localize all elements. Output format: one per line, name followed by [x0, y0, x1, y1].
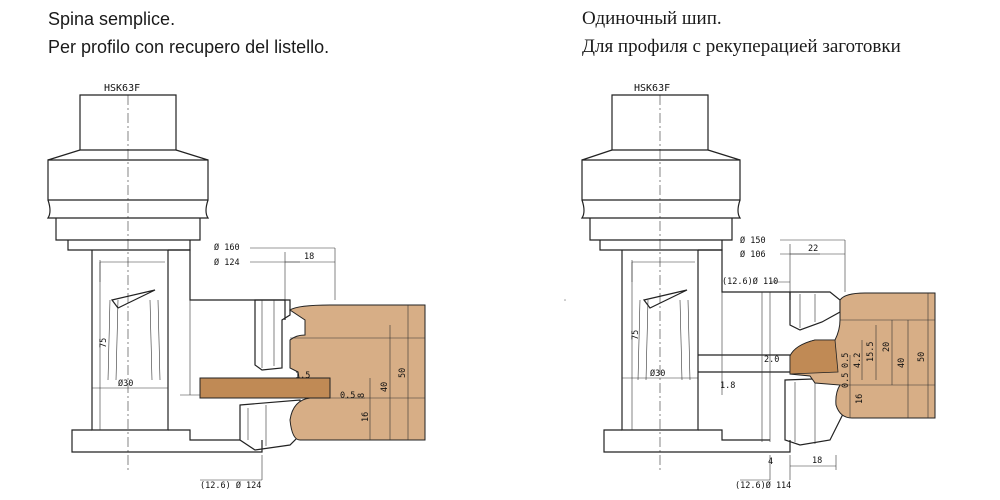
right-dim-d150: Ø 150 [740, 235, 766, 246]
left-dim-18: 18 [304, 252, 314, 262]
right-dim-4: 4 [768, 457, 773, 467]
left-drawing: HSK63F Ø 160 Ø 124 18 75 Ø30 1.5 0.5 8 1… [46, 83, 426, 491]
right-dimensions [622, 239, 929, 481]
scan-dot [564, 299, 566, 301]
left-dim-1-5: 1.5 [295, 371, 310, 381]
right-title-line1: Одиночный шип. [582, 8, 722, 29]
left-tool-body [71, 249, 286, 453]
right-dim-40: 40 [897, 358, 907, 368]
left-hsk-shank [46, 94, 210, 251]
left-dim-d124: Ø 124 [214, 257, 240, 268]
right-dim-16: 16 [855, 394, 865, 404]
right-dim-22: 22 [808, 244, 818, 254]
left-wood-upper [289, 304, 426, 441]
left-dim-d30: Ø30 [118, 378, 133, 389]
left-dim-50: 50 [398, 368, 408, 378]
left-dim-75: 75 [99, 338, 109, 348]
right-dim-0-5b: 0.5 [841, 373, 851, 388]
right-dim-2-0: 2.0 [764, 355, 779, 365]
right-shank-label: HSK63F [634, 83, 670, 94]
left-dim-40: 40 [380, 382, 390, 392]
left-dim-d160: Ø 160 [214, 242, 240, 253]
right-wood-inner [789, 339, 839, 375]
right-dim-50: 50 [917, 352, 927, 362]
left-shank-label: HSK63F [104, 83, 140, 94]
left-dim-16: 16 [361, 412, 371, 422]
right-dim-1-8: 1.8 [720, 381, 735, 391]
left-title-line1: Spina semplice. [48, 9, 176, 29]
right-dim-d106: Ø 106 [740, 249, 766, 260]
right-dim-d30: Ø30 [650, 368, 665, 379]
right-dim-20: 20 [882, 342, 892, 352]
right-dim-18: 18 [812, 456, 822, 466]
right-dim-0-5a: 0.5 [841, 353, 851, 368]
right-dim-75: 75 [631, 330, 641, 340]
left-dimensions [92, 247, 409, 481]
left-title-line2: Per profilo con recupero del listello. [48, 37, 330, 57]
right-dim-bottom: (12.6)Ø 114 [735, 480, 791, 491]
right-wood-profile [789, 292, 936, 419]
left-dim-8: 8 [357, 393, 367, 398]
left-wood-tenon [199, 377, 331, 399]
left-dim-bottom: (12.6) Ø 124 [200, 480, 261, 491]
left-dim-0-5: 0.5 [340, 391, 355, 401]
right-dim-d110: (12.6)Ø 110 [722, 276, 778, 287]
right-drawing: HSK63F Ø 150 Ø 106 22 (12.6)Ø 110 75 Ø30… [580, 83, 936, 491]
left-cutter-blades [239, 299, 306, 451]
right-hsk-shank [580, 94, 742, 251]
right-dim-4-2: 4.2 [853, 353, 863, 368]
right-title-line2: Для профиля с рекуперацией заготовки [582, 36, 901, 57]
right-dim-15-5: 15.5 [866, 342, 876, 362]
